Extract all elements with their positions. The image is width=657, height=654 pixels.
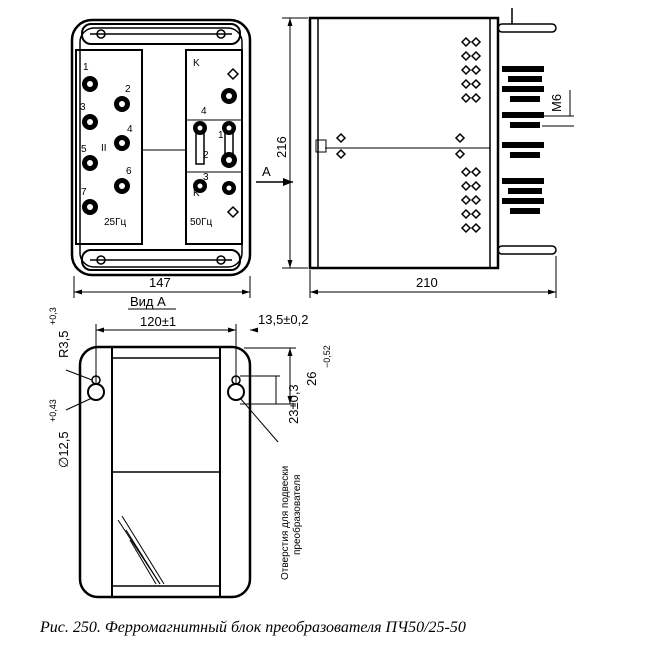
svg-text:3: 3 (80, 102, 86, 113)
svg-text:+0,3: +0,3 (48, 307, 58, 325)
terminal-3: 3 (80, 102, 98, 130)
side-housing (308, 16, 500, 270)
figure-caption: Рис. 250. Ферромагнитный блок преобразов… (39, 619, 466, 636)
svg-text:K: K (193, 58, 200, 69)
dim-hole-spacing: 120±1 (95, 314, 237, 384)
view-a-title: Вид А (130, 294, 166, 309)
svg-text:216: 216 (274, 136, 289, 158)
view-arrow-a: A (256, 164, 293, 186)
right-terminal-panel (185, 49, 243, 245)
view-a: Вид А 120±1 (48, 294, 332, 599)
terminal-6: 6 (114, 166, 132, 194)
svg-text:3: 3 (203, 172, 209, 183)
svg-text:210: 210 (416, 275, 438, 290)
diamond-cluster-bottom (460, 166, 482, 234)
suspension-note: Отверстия для подвески преобразователя (239, 397, 303, 580)
svg-text:2: 2 (203, 150, 209, 161)
terminal-1: 1 (82, 62, 98, 92)
svg-text:∅12,5: ∅12,5 (56, 431, 71, 468)
mounting-studs (497, 8, 557, 255)
front-housing (70, 18, 252, 277)
roman-label: II (101, 143, 107, 154)
top-bracket (81, 23, 241, 45)
svg-text:4: 4 (127, 124, 133, 135)
front-view: 1 2 3 4 II 5 6 7 25Гц K (70, 18, 252, 298)
side-view: M6 216 210 (274, 8, 574, 298)
freq-label-right: 50Гц (190, 217, 213, 228)
svg-text:+0,43: +0,43 (48, 399, 58, 422)
svg-text:−0,52: −0,52 (322, 345, 332, 368)
svg-text:4: 4 (201, 106, 207, 117)
thread-callout: M6 (542, 90, 574, 127)
dim-hole-height: 23±0,3 (240, 375, 301, 424)
svg-text:23±0,3: 23±0,3 (286, 384, 301, 424)
terminal-4: 4 (114, 124, 133, 151)
terminal-blocks (502, 66, 544, 214)
svg-text:M6: M6 (549, 94, 564, 112)
terminal-7: 7 (81, 187, 98, 215)
svg-text:1: 1 (83, 62, 89, 73)
dim-slot-height: 26 −0,52 (244, 345, 332, 405)
svg-text:2: 2 (125, 84, 131, 95)
svg-text:A: A (262, 164, 271, 179)
svg-text:K: K (193, 188, 200, 199)
hatching (117, 515, 165, 585)
dim-edge-offset: 13,5±0,2 (250, 312, 309, 333)
width-dimension: 147 (73, 275, 251, 298)
depth-dimension: 210 (309, 256, 557, 298)
svg-text:R3,5: R3,5 (56, 331, 71, 358)
bottom-bracket (81, 249, 241, 271)
height-dimension: 216 (274, 17, 308, 269)
diamond-cluster-top (460, 36, 482, 104)
svg-text:преобразователя: преобразователя (291, 475, 303, 555)
svg-text:26: 26 (304, 372, 319, 386)
dim-diameter: ∅12,5 +0,43 (48, 397, 93, 468)
svg-text:5: 5 (81, 144, 87, 155)
svg-text:120±1: 120±1 (140, 314, 176, 329)
terminal-5: 5 (81, 144, 98, 171)
terminal-2: 2 (114, 84, 131, 112)
svg-text:7: 7 (81, 187, 87, 198)
svg-text:13,5±0,2: 13,5±0,2 (258, 312, 309, 327)
svg-text:1: 1 (218, 130, 224, 141)
freq-label-left: 25Гц (104, 217, 127, 228)
dim-radius: R3,5 +0,3 (48, 307, 93, 381)
svg-text:Отверстия для подвески: Отверстия для подвески (280, 466, 291, 580)
left-terminal-panel (75, 49, 143, 245)
svg-text:147: 147 (149, 275, 171, 290)
svg-text:6: 6 (126, 166, 132, 177)
